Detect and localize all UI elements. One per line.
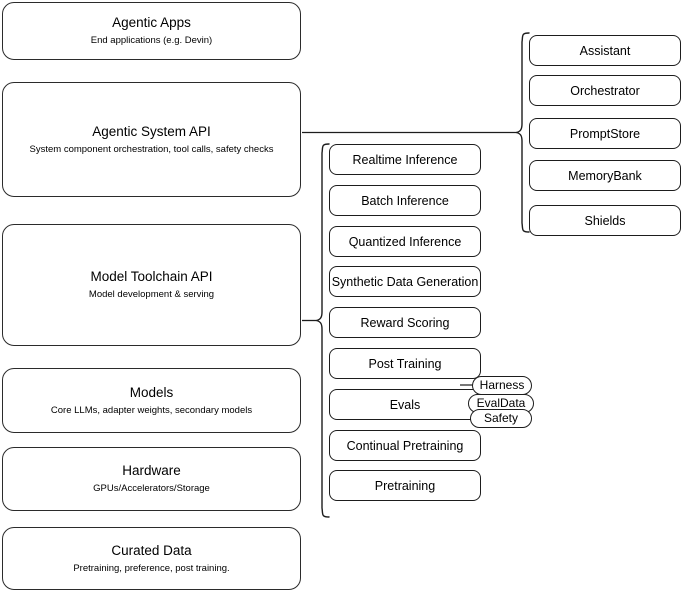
component-shields[interactable]: Shields <box>529 205 681 236</box>
layer-title: Agentic Apps <box>112 15 191 30</box>
layer-models[interactable]: Models Core LLMs, adapter weights, secon… <box>2 368 301 433</box>
layer-title: Models <box>129 384 174 400</box>
capability-realtime-inference[interactable]: Realtime Inference <box>329 144 481 175</box>
eval-tag-safety[interactable]: Safety <box>470 409 532 428</box>
layer-title: Agentic System API <box>92 123 211 139</box>
layer-subtitle: Pretraining, preference, post training. <box>73 562 230 574</box>
layer-title: Hardware <box>122 463 181 478</box>
layer-model-toolchain-api[interactable]: Model Toolchain API Model development & … <box>2 224 301 346</box>
capability-post-training[interactable]: Post Training <box>329 348 481 379</box>
layer-agentic-system-api[interactable]: Agentic System API System component orch… <box>2 82 301 197</box>
layer-subtitle: GPUs/Accelerators/Storage <box>93 483 210 494</box>
capability-batch-inference[interactable]: Batch Inference <box>329 185 481 216</box>
layer-subtitle: End applications (e.g. Devin) <box>90 35 213 46</box>
layer-curated-data[interactable]: Curated Data Pretraining, preference, po… <box>2 527 301 590</box>
capability-continual-pretraining[interactable]: Continual Pretraining <box>329 430 481 461</box>
component-assistant[interactable]: Assistant <box>529 35 681 66</box>
component-orchestrator[interactable]: Orchestrator <box>529 75 681 106</box>
layer-subtitle: Core LLMs, adapter weights, secondary mo… <box>50 404 253 416</box>
capability-pretraining[interactable]: Pretraining <box>329 470 481 501</box>
capability-quantized-inference[interactable]: Quantized Inference <box>329 226 481 257</box>
capability-synthetic-data-generation[interactable]: Synthetic Data Generation <box>329 266 481 297</box>
component-promptstore[interactable]: PromptStore <box>529 118 681 149</box>
capability-reward-scoring[interactable]: Reward Scoring <box>329 307 481 338</box>
layer-subtitle: Model development & serving <box>88 289 215 300</box>
layer-subtitle: System component orchestration, tool cal… <box>29 143 274 155</box>
layer-title: Model Toolchain API <box>90 269 213 284</box>
component-memorybank[interactable]: MemoryBank <box>529 160 681 191</box>
layer-hardware[interactable]: Hardware GPUs/Accelerators/Storage <box>2 447 301 511</box>
eval-tag-harness[interactable]: Harness <box>472 376 532 395</box>
capability-evals[interactable]: Evals <box>329 389 481 420</box>
layer-agentic-apps[interactable]: Agentic Apps End applications (e.g. Devi… <box>2 2 301 60</box>
layer-title: Curated Data <box>111 542 192 558</box>
